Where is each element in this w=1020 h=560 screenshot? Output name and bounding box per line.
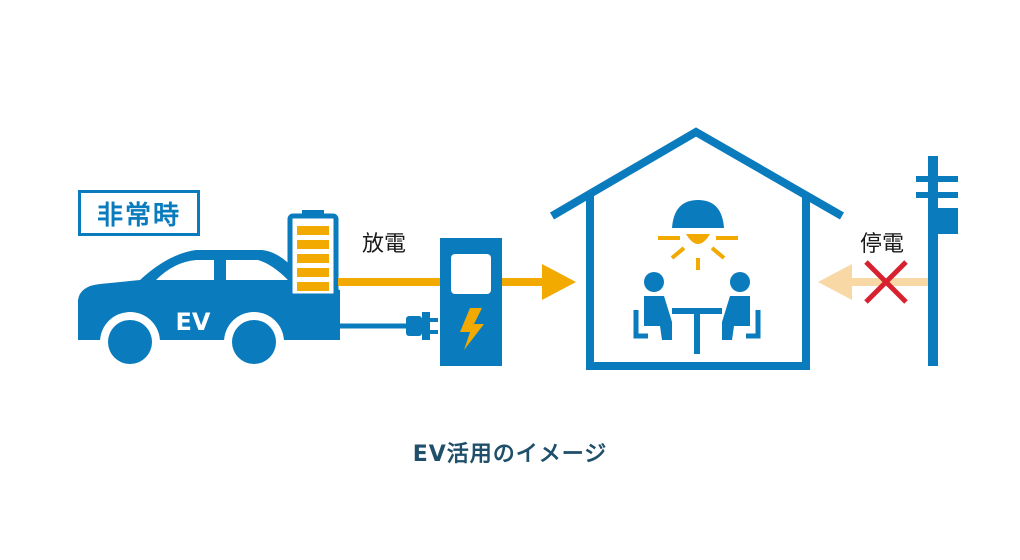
plug-icon [297,312,438,340]
utility-pole-icon [916,156,958,366]
car-label: EV [175,308,211,336]
people-icon [633,272,761,354]
outage-label: 停電 [860,232,905,257]
car-icon [78,250,340,372]
lightning-icon [460,308,484,350]
charger-icon [440,238,502,366]
caption: EV活用のイメージ [412,442,608,467]
discharge-label: 放電 [362,232,407,257]
cross-icon [864,260,908,304]
battery-icon [287,210,339,299]
lamp-icon [658,200,738,270]
emergency-badge: 非常時 [78,190,200,236]
house-icon [549,127,844,370]
